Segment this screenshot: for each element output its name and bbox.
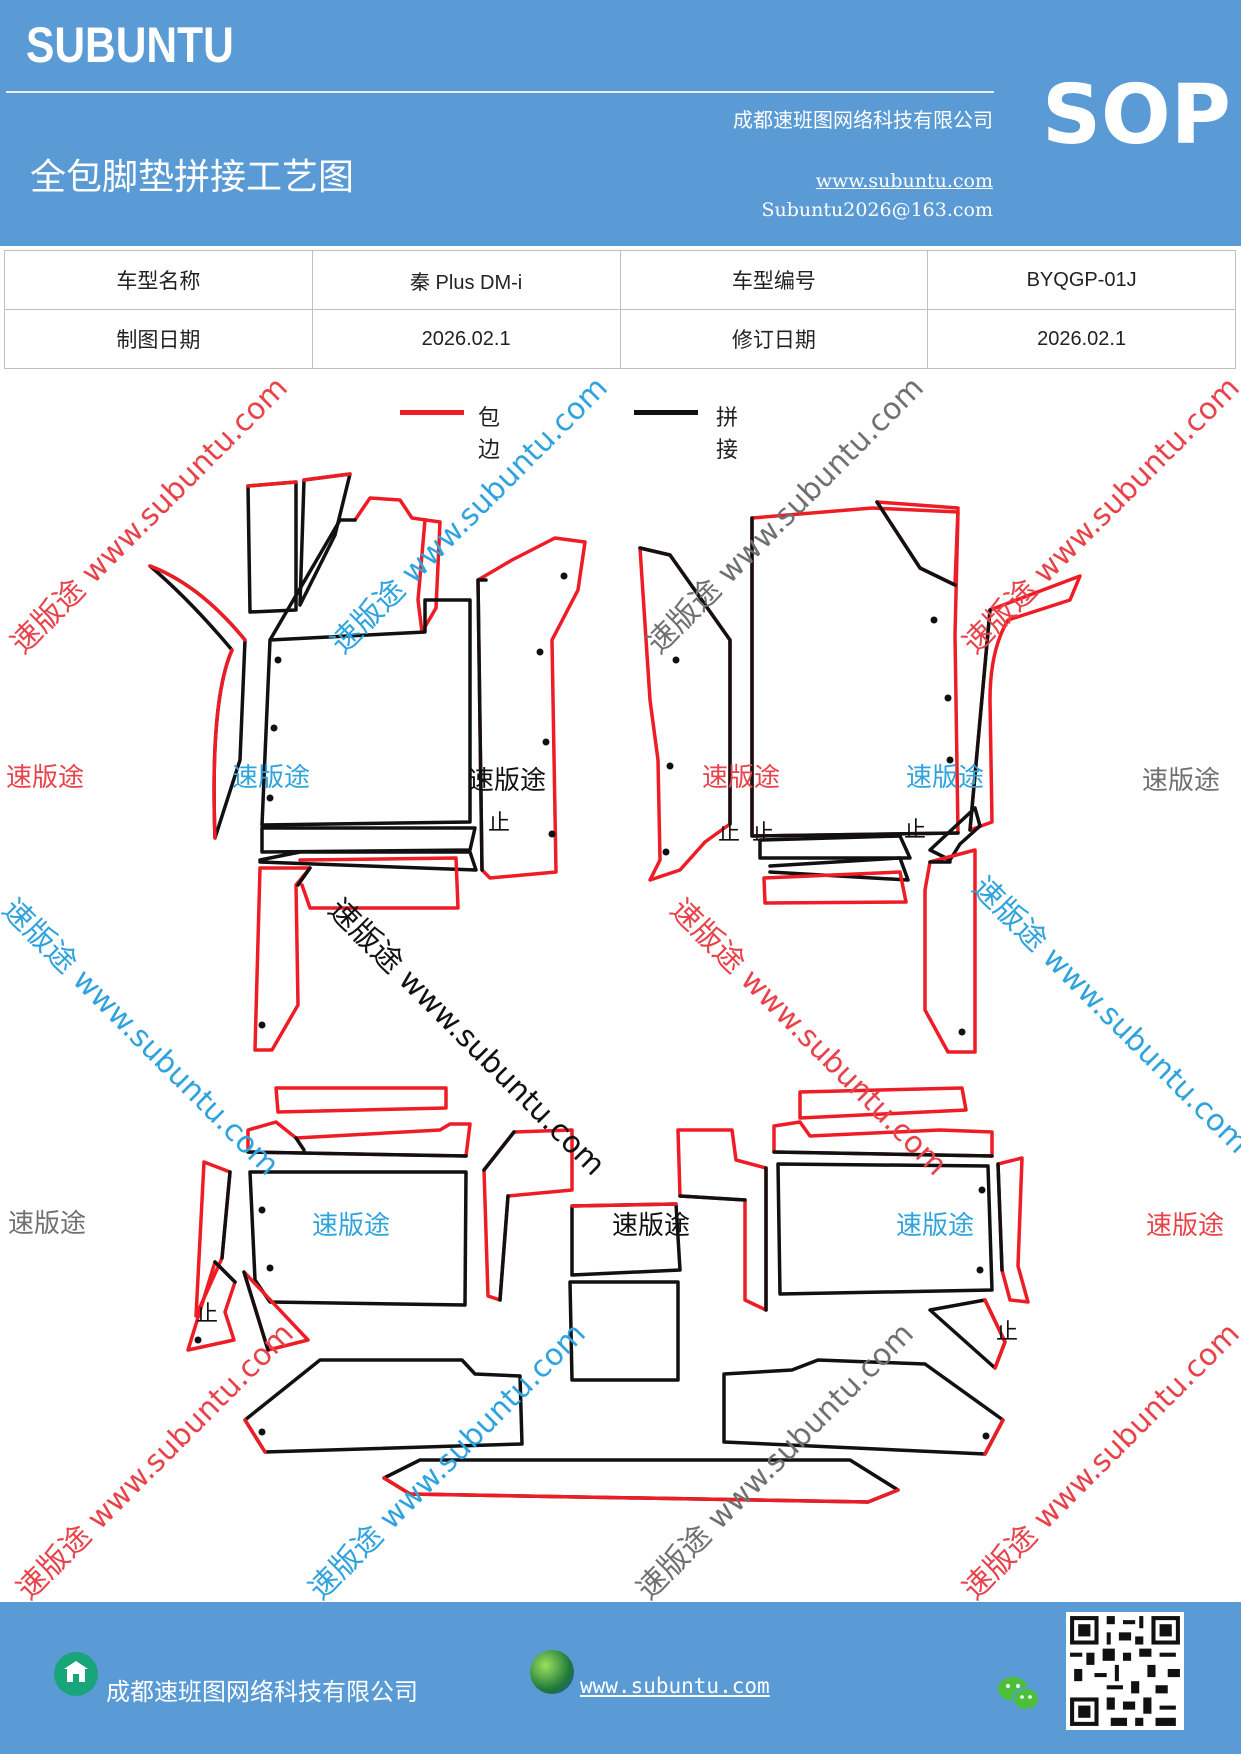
footer-banner: 成都速班图网络科技有限公司 www.subuntu.com	[0, 1602, 1241, 1754]
header-banner: SUBUNTU 成都速班图网络科技有限公司 全包脚垫拼接工艺图 www.subu…	[0, 0, 1241, 246]
watermark-text: 速版途	[6, 763, 85, 793]
header-divider	[6, 91, 994, 93]
revise-date-label: 修订日期	[619, 309, 929, 369]
stop-mark: 止	[904, 818, 927, 843]
watermark-text: 速版途	[232, 763, 311, 793]
website-link[interactable]: www.subuntu.com	[815, 170, 993, 192]
home-icon	[54, 1652, 98, 1696]
model-name-label: 车型名称	[4, 250, 313, 310]
stop-mark: 止	[752, 821, 775, 846]
watermark-text: 速版途	[468, 766, 547, 796]
revise-date-value: 2026.02.1	[927, 309, 1236, 369]
front-right-mat-set	[638, 500, 1082, 1054]
qr-code-icon	[1066, 1612, 1184, 1730]
draw-date-value: 2026.02.1	[311, 309, 621, 369]
watermark-text: 速版途	[312, 1211, 391, 1241]
watermark-text: 速版途	[612, 1211, 691, 1241]
watermark-text: 速版途	[896, 1211, 975, 1241]
rear-left-mat-set	[186, 1086, 574, 1454]
draw-date-label: 制图日期	[4, 309, 313, 369]
info-table: 车型名称 秦 Plus DM-i 车型编号 BYQGP-01J 制图日期 202…	[4, 250, 1236, 369]
table-row: 车型名称 秦 Plus DM-i 车型编号 BYQGP-01J	[4, 250, 1236, 310]
front-left-mat-set	[148, 472, 587, 1052]
globe-icon	[530, 1650, 574, 1694]
table-row: 制图日期 2026.02.1 修订日期 2026.02.1	[4, 309, 1236, 369]
sop-badge: SOP	[1042, 68, 1231, 163]
watermark-text: 速版途	[8, 1209, 87, 1239]
footer-company: 成都速班图网络科技有限公司	[106, 1678, 418, 1706]
model-code-value: BYQGP-01J	[927, 250, 1236, 310]
stop-mark: 止	[996, 1320, 1019, 1345]
company-name: 成都速班图网络科技有限公司	[733, 108, 993, 132]
email-address: Subuntu2026@163.com	[761, 199, 993, 221]
stop-mark: 止	[718, 821, 741, 846]
model-code-label: 车型编号	[619, 250, 929, 310]
legend-label-seam: 拼接	[716, 406, 739, 463]
legend-swatch-edge	[400, 410, 464, 415]
footer-website[interactable]: www.subuntu.com	[580, 1674, 770, 1698]
stop-mark: 止	[488, 811, 511, 836]
stop-mark: 止	[196, 1302, 219, 1327]
rear-center-mat-set	[382, 1128, 900, 1504]
drill-holes	[194, 572, 990, 1440]
brand-logo: SUBUNTU	[26, 17, 234, 73]
watermark-text: 速版途	[906, 763, 985, 793]
wechat-icon	[996, 1674, 1042, 1714]
watermark-text: 速版途	[1146, 1211, 1225, 1241]
watermark-text: 速版途	[702, 763, 781, 793]
page-title: 全包脚垫拼接工艺图	[30, 157, 355, 198]
legend-swatch-seam	[634, 410, 698, 415]
watermark-text: 速版途	[1142, 766, 1221, 796]
legend-label-edge: 包边	[478, 406, 501, 463]
rear-right-mat-set	[722, 1086, 1030, 1456]
model-name-value: 秦 Plus DM-i	[311, 250, 621, 310]
